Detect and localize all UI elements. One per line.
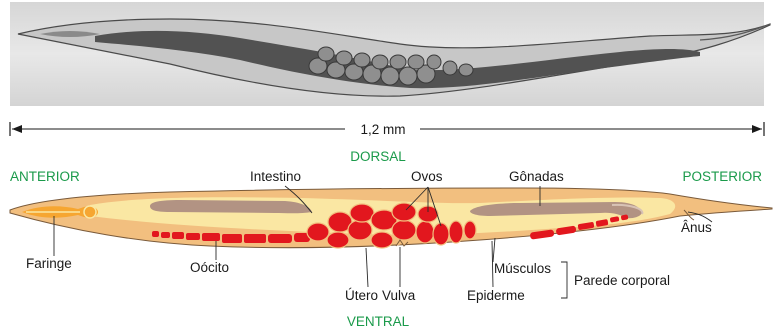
label-vulva: Vulva [382,288,416,303]
posterior-label: POSTERIOR [682,169,762,184]
micrograph [10,2,770,106]
anterior-label: ANTERIOR [10,169,80,184]
label-ovos: Ovos [411,169,443,184]
label-musculos: Músculos [494,261,551,276]
gonad-anterior [150,200,312,213]
dorsal-label: DORSAL [350,149,406,164]
scale-bar: 1,2 mm [10,122,764,137]
label-intestino: Intestino [250,169,301,184]
label-utero: Útero [345,288,378,303]
label-anus: Ânus [681,220,712,235]
label-faringe: Faringe [26,256,72,271]
ventral-label: VENTRAL [347,314,410,328]
label-epiderme: Epiderme [467,288,525,303]
label-oocito: Oócito [190,260,229,275]
scale-bar-label: 1,2 mm [360,122,405,137]
label-parede-corporal: Parede corporal [574,273,670,288]
label-gonadas: Gônadas [509,169,564,184]
schematic-worm [10,188,772,248]
